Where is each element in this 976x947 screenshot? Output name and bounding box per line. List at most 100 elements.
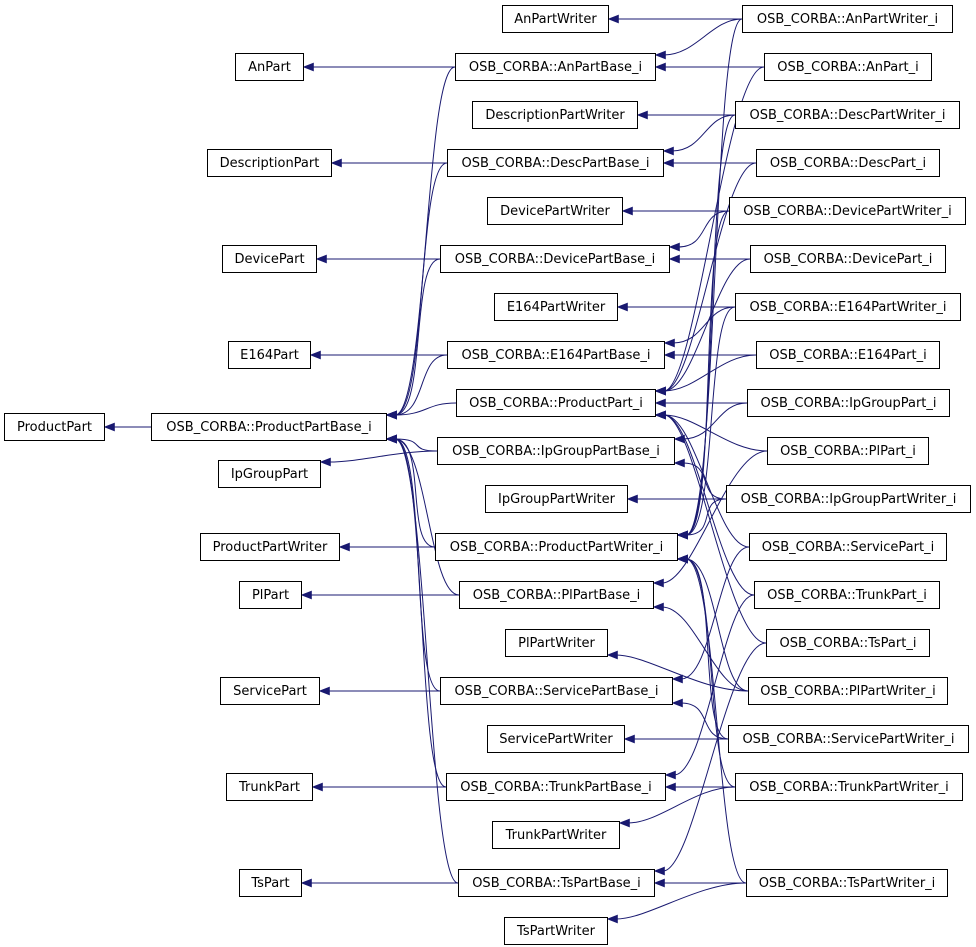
edge-osb-corba-tspart-i-to-osb-corba-tspartbase-i — [653, 642, 767, 876]
edge-osb-corba-e164part-i-to-osb-corba-e164partbase-i — [663, 350, 756, 360]
node-anpart[interactable]: AnPart — [235, 53, 304, 81]
edge-osb-corba-productpartwriter-i-to-productpartwriter — [338, 542, 435, 552]
node-osb-corba-anpart-i[interactable]: OSB_CORBA::AnPart_i — [764, 53, 932, 81]
node-osb-corba-e164partwriter-i[interactable]: OSB_CORBA::E164PartWriter_i — [735, 293, 961, 321]
edge-osb-corba-trunkpart-i-to-osb-corba-trunkpartbase-i — [664, 594, 755, 780]
node-osb-corba-ipgrouppartbase-i[interactable]: OSB_CORBA::IpGroupPartBase_i — [437, 437, 675, 465]
node-osb-corba-descpartbase-i[interactable]: OSB_CORBA::DescPartBase_i — [447, 149, 664, 177]
node-devicepart[interactable]: DevicePart — [222, 245, 317, 273]
node-osb-corba-e164partbase-i[interactable]: OSB_CORBA::E164PartBase_i — [447, 341, 665, 369]
edge-osb-corba-descpart-i-to-osb-corba-descpartbase-i — [662, 158, 756, 168]
edge-osb-corba-servicepartbase-i-to-servicepart — [318, 686, 440, 696]
edge-osb-corba-trunkpartbase-i-to-trunkpart — [311, 782, 446, 792]
node-osb-corba-devicepart-i[interactable]: OSB_CORBA::DevicePart_i — [750, 245, 946, 273]
node-descriptionpartwriter[interactable]: DescriptionPartWriter — [472, 101, 638, 129]
node-ipgrouppart[interactable]: IpGroupPart — [218, 460, 321, 488]
edge-osb-corba-ipgrouppartwriter-i-to-osb-corba-productpartwriter-i — [676, 498, 727, 540]
node-osb-corba-ipgrouppartwriter-i[interactable]: OSB_CORBA::IpGroupPartWriter_i — [726, 485, 971, 513]
node-trunkpart[interactable]: TrunkPart — [226, 773, 313, 801]
edge-osb-corba-e164partbase-i-to-e164part — [309, 350, 447, 360]
node-plpartwriter[interactable]: PlPartWriter — [505, 629, 608, 657]
edge-osb-corba-devicepartwriter-i-to-devicepartwriter — [621, 206, 729, 216]
node-osb-corba-anpartwriter-i[interactable]: OSB_CORBA::AnPartWriter_i — [742, 5, 953, 33]
node-osb-corba-devicepartwriter-i[interactable]: OSB_CORBA::DevicePartWriter_i — [729, 197, 966, 225]
edge-osb-corba-devicepartwriter-i-to-osb-corba-devicepartbase-i — [668, 210, 730, 252]
node-osb-corba-e164part-i[interactable]: OSB_CORBA::E164Part_i — [756, 341, 940, 369]
node-osb-corba-productpartwriter-i[interactable]: OSB_CORBA::ProductPartWriter_i — [435, 533, 678, 561]
edge-osb-corba-servicepartwriter-i-to-servicepartwriter — [623, 734, 728, 744]
edge-osb-corba-plpartwriter-i-to-plpartwriter — [606, 650, 749, 692]
edge-osb-corba-trunkpartbase-i-to-osb-corba-productpartbase-i — [385, 434, 447, 788]
edge-osb-corba-ipgrouppartwriter-i-to-ipgrouppartwriter — [626, 494, 726, 504]
edge-osb-corba-anpartwriter-i-to-osb-corba-productpartwriter-i — [676, 18, 743, 540]
edge-osb-corba-e164partwriter-i-to-osb-corba-e164partbase-i — [663, 306, 736, 348]
node-descriptionpart[interactable]: DescriptionPart — [207, 149, 332, 177]
node-tspart[interactable]: TsPart — [239, 869, 302, 897]
edge-osb-corba-productpartbase-i-to-productpart — [103, 422, 151, 432]
node-trunkpartwriter[interactable]: TrunkPartWriter — [492, 821, 620, 849]
node-osb-corba-plpartwriter-i[interactable]: OSB_CORBA::PlPartWriter_i — [748, 677, 948, 705]
edge-osb-corba-servicepart-i-to-osb-corba-servicepartbase-i — [671, 546, 750, 684]
node-osb-corba-descpartwriter-i[interactable]: OSB_CORBA::DescPartWriter_i — [735, 101, 960, 129]
node-devicepartwriter[interactable]: DevicePartWriter — [487, 197, 623, 225]
node-osb-corba-trunkpart-i[interactable]: OSB_CORBA::TrunkPart_i — [754, 581, 940, 609]
edge-osb-corba-devicepartbase-i-to-devicepart — [315, 254, 440, 264]
node-anpartwriter[interactable]: AnPartWriter — [502, 5, 609, 33]
edge-osb-corba-plpart-i-to-osb-corba-plpartbase-i — [652, 450, 768, 588]
edge-osb-corba-anpartbase-i-to-anpart — [302, 62, 455, 72]
node-osb-corba-servicepartwriter-i[interactable]: OSB_CORBA::ServicePartWriter_i — [728, 725, 969, 753]
edge-osb-corba-trunkpartwriter-i-to-osb-corba-productpartwriter-i — [676, 554, 736, 788]
edge-osb-corba-trunkpartwriter-i-to-trunkpartwriter — [618, 786, 736, 828]
node-osb-corba-ipgrouppart-i[interactable]: OSB_CORBA::IpGroupPart_i — [747, 389, 950, 417]
edge-osb-corba-devicepart-i-to-osb-corba-devicepartbase-i — [668, 254, 750, 264]
node-productpart[interactable]: ProductPart — [4, 413, 105, 441]
edge-osb-corba-descpartwriter-i-to-descriptionpartwriter — [636, 110, 735, 120]
edge-osb-corba-descpartwriter-i-to-osb-corba-descpartbase-i — [662, 114, 736, 156]
node-osb-corba-productpartbase-i[interactable]: OSB_CORBA::ProductPartBase_i — [151, 413, 387, 441]
edge-osb-corba-anpartwriter-i-to-osb-corba-anpartbase-i — [654, 18, 743, 60]
node-e164part[interactable]: E164Part — [228, 341, 311, 369]
node-servicepartwriter[interactable]: ServicePartWriter — [487, 725, 625, 753]
node-osb-corba-productpart-i[interactable]: OSB_CORBA::ProductPart_i — [456, 389, 656, 417]
node-osb-corba-devicepartbase-i[interactable]: OSB_CORBA::DevicePartBase_i — [440, 245, 670, 273]
edge-osb-corba-tspartwriter-i-to-tspartwriter — [606, 882, 747, 924]
node-plpart[interactable]: PlPart — [239, 581, 302, 609]
node-osb-corba-trunkpartbase-i[interactable]: OSB_CORBA::TrunkPartBase_i — [446, 773, 666, 801]
edge-osb-corba-anpartwriter-i-to-anpartwriter — [607, 14, 742, 24]
edge-osb-corba-trunkpartwriter-i-to-osb-corba-trunkpartbase-i — [664, 782, 735, 792]
edge-osb-corba-tspartwriter-i-to-osb-corba-tspartbase-i — [653, 878, 746, 888]
node-osb-corba-tspartwriter-i[interactable]: OSB_CORBA::TsPartWriter_i — [746, 869, 948, 897]
node-osb-corba-trunkpartwriter-i[interactable]: OSB_CORBA::TrunkPartWriter_i — [735, 773, 963, 801]
edge-osb-corba-descpartbase-i-to-osb-corba-productpartbase-i — [385, 162, 448, 420]
node-osb-corba-anpartbase-i[interactable]: OSB_CORBA::AnPartBase_i — [455, 53, 656, 81]
edge-osb-corba-e164partwriter-i-to-e164partwriter — [616, 302, 735, 312]
edge-osb-corba-tspart-i-to-osb-corba-productpart-i — [654, 410, 767, 644]
node-osb-corba-tspart-i[interactable]: OSB_CORBA::TsPart_i — [766, 629, 930, 657]
edge-osb-corba-plpartbase-i-to-plpart — [300, 590, 459, 600]
node-productpartwriter[interactable]: ProductPartWriter — [200, 533, 340, 561]
edge-osb-corba-e164partbase-i-to-osb-corba-productpartbase-i — [385, 354, 448, 420]
node-osb-corba-servicepartbase-i[interactable]: OSB_CORBA::ServicePartBase_i — [440, 677, 673, 705]
edge-osb-corba-tspartwriter-i-to-osb-corba-productpartwriter-i — [676, 554, 747, 884]
edge-osb-corba-servicepartwriter-i-to-osb-corba-servicepartbase-i — [671, 698, 729, 740]
edge-osb-corba-ipgrouppartwriter-i-to-osb-corba-ipgrouppartbase-i — [673, 458, 727, 500]
edge-osb-corba-tspartbase-i-to-tspart — [300, 878, 458, 888]
node-osb-corba-tspartbase-i[interactable]: OSB_CORBA::TsPartBase_i — [458, 869, 655, 897]
node-osb-corba-descpart-i[interactable]: OSB_CORBA::DescPart_i — [756, 149, 940, 177]
node-ipgrouppartwriter[interactable]: IpGroupPartWriter — [485, 485, 628, 513]
node-tspartwriter[interactable]: TsPartWriter — [504, 917, 608, 945]
node-osb-corba-plpart-i[interactable]: OSB_CORBA::PlPart_i — [767, 437, 929, 465]
node-osb-corba-plpartbase-i[interactable]: OSB_CORBA::PlPartBase_i — [459, 581, 654, 609]
node-e164partwriter[interactable]: E164PartWriter — [494, 293, 618, 321]
edge-osb-corba-productpart-i-to-osb-corba-productpartbase-i — [385, 402, 457, 420]
edge-osb-corba-ipgrouppart-i-to-osb-corba-productpart-i — [654, 398, 747, 408]
edge-osb-corba-e164part-i-to-osb-corba-productpart-i — [654, 354, 757, 396]
node-servicepart[interactable]: ServicePart — [220, 677, 320, 705]
edge-osb-corba-descpartbase-i-to-descriptionpart — [330, 158, 447, 168]
edge-osb-corba-plpartwriter-i-to-osb-corba-plpartbase-i — [652, 602, 749, 692]
node-osb-corba-servicepart-i[interactable]: OSB_CORBA::ServicePart_i — [749, 533, 947, 561]
edge-osb-corba-anpart-i-to-osb-corba-anpartbase-i — [654, 62, 764, 72]
edge-osb-corba-anpartbase-i-to-osb-corba-productpartbase-i — [385, 66, 456, 420]
